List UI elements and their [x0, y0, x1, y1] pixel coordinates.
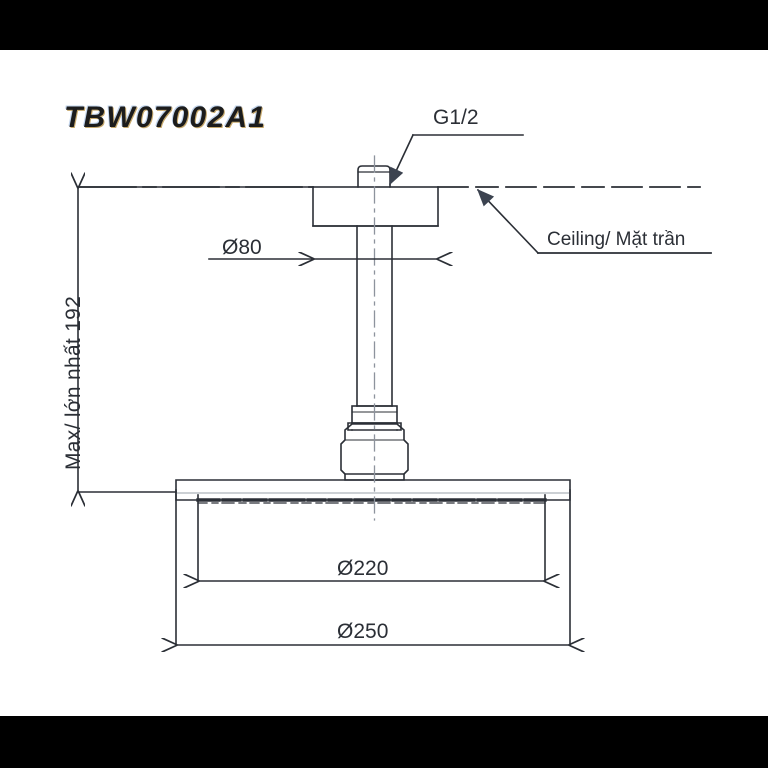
ceiling-flange [312, 186, 439, 227]
letterbox-bar-top [0, 0, 768, 50]
shower-head-plate [175, 479, 571, 501]
g12-leader [388, 133, 524, 186]
letterbox-bar-bottom [0, 716, 768, 768]
drawing-sheet [0, 50, 768, 716]
label-diameter-250: Ø250 [337, 620, 389, 643]
dimension-diameter-250 [176, 489, 570, 645]
dimension-max-height-192 [78, 187, 314, 492]
spray-nozzle-face [196, 498, 547, 504]
label-max-height: Max/ lớn nhất 192 [62, 295, 85, 470]
label-g12: G1/2 [433, 106, 479, 129]
label-ceiling: Ceiling/ Mặt trần [547, 229, 686, 250]
page-title: TBW07002A1 [64, 101, 267, 134]
dimension-diameter-220 [198, 494, 545, 581]
label-diameter-220: Ø220 [337, 557, 389, 580]
label-diameter-80: Ø80 [222, 236, 262, 259]
